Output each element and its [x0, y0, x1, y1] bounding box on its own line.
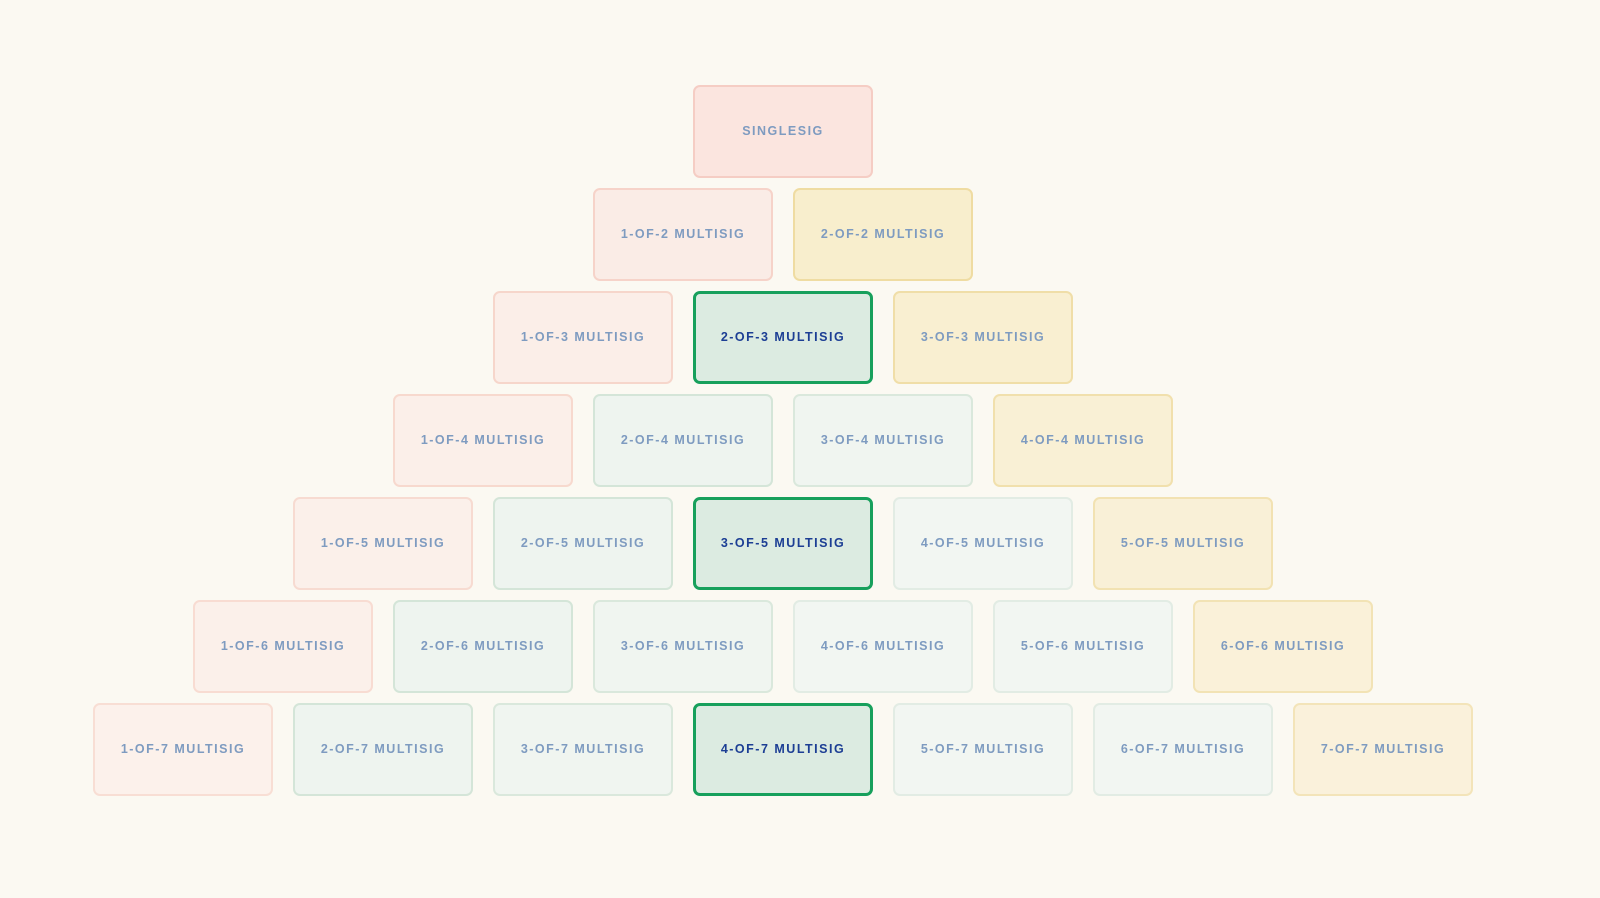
pyramid-row-7: 1-OF-7 MULTISIG 2-OF-7 MULTISIG 3-OF-7 MUL… — [93, 703, 1473, 796]
quorum-box-3-of-7-multisig[interactable]: 3-OF-7 MULTISIG — [493, 703, 673, 796]
pyramid-row-1: SINGLESIG — [693, 85, 873, 178]
quorum-box-label: 1-OF-4 MULTISIG — [420, 433, 546, 448]
quorum-box-6-of-7-multisig[interactable]: 6-OF-7 MULTISIG — [1093, 703, 1273, 796]
pyramid-row-3: 1-OF-3 MULTISIG 2-OF-3 MULTISIG 3-OF-3 MUL… — [493, 291, 1073, 384]
quorum-box-2-of-7-multisig[interactable]: 2-OF-7 MULTISIG — [293, 703, 473, 796]
quorum-box-1-of-2-multisig[interactable]: 1-OF-2 MULTISIG — [593, 188, 773, 281]
quorum-box-label: 5-OF-5 MULTISIG — [1120, 536, 1246, 551]
quorum-box-label: 2-OF-5 MULTISIG — [520, 536, 646, 551]
quorum-box-2-of-2-multisig[interactable]: 2-OF-2 MULTISIG — [793, 188, 973, 281]
quorum-box-label: 3-OF-6 MULTISIG — [620, 639, 746, 654]
quorum-box-label: 3-OF-5 MULTISIG — [720, 536, 846, 551]
quorum-box-label: 1-OF-7 MULTISIG — [120, 742, 246, 757]
pyramid-row-6: 1-OF-6 MULTISIG 2-OF-6 MULTISIG 3-OF-6 MUL… — [193, 600, 1373, 693]
quorum-box-singlesig[interactable]: SINGLESIG — [693, 85, 873, 178]
quorum-box-label: 2-OF-4 MULTISIG — [620, 433, 746, 448]
quorum-box-2-of-4-multisig[interactable]: 2-OF-4 MULTISIG — [593, 394, 773, 487]
quorum-box-4-of-5-multisig[interactable]: 4-OF-5 MULTISIG — [893, 497, 1073, 590]
quorum-box-label: 4-OF-5 MULTISIG — [920, 536, 1046, 551]
quorum-box-label: 6-OF-7 MULTISIG — [1120, 742, 1246, 757]
quorum-box-2-of-3-multisig[interactable]: 2-OF-3 MULTISIG — [693, 291, 873, 384]
quorum-box-label: 4-OF-7 MULTISIG — [720, 742, 846, 757]
quorum-box-5-of-6-multisig[interactable]: 5-OF-6 MULTISIG — [993, 600, 1173, 693]
quorum-box-3-of-6-multisig[interactable]: 3-OF-6 MULTISIG — [593, 600, 773, 693]
quorum-box-label: 2-OF-7 MULTISIG — [320, 742, 446, 757]
quorum-box-3-of-5-multisig[interactable]: 3-OF-5 MULTISIG — [693, 497, 873, 590]
quorum-box-1-of-5-multisig[interactable]: 1-OF-5 MULTISIG — [293, 497, 473, 590]
pyramid-row-2: 1-OF-2 MULTISIG 2-OF-2 MULTISIG — [593, 188, 973, 281]
quorum-box-3-of-3-multisig[interactable]: 3-OF-3 MULTISIG — [893, 291, 1073, 384]
quorum-box-label: 5-OF-6 MULTISIG — [1020, 639, 1146, 654]
quorum-box-label: 5-OF-7 MULTISIG — [920, 742, 1046, 757]
quorum-box-label: 1-OF-6 MULTISIG — [220, 639, 346, 654]
quorum-box-6-of-6-multisig[interactable]: 6-OF-6 MULTISIG — [1193, 600, 1373, 693]
pyramid-row-4: 1-OF-4 MULTISIG 2-OF-4 MULTISIG 3-OF-4 MUL… — [393, 394, 1173, 487]
quorum-box-1-of-6-multisig[interactable]: 1-OF-6 MULTISIG — [193, 600, 373, 693]
quorum-box-label: 1-OF-5 MULTISIG — [320, 536, 446, 551]
quorum-box-4-of-7-multisig[interactable]: 4-OF-7 MULTISIG — [693, 703, 873, 796]
quorum-box-label: 1-OF-2 MULTISIG — [620, 227, 746, 242]
quorum-box-label: 7-OF-7 MULTISIG — [1320, 742, 1446, 757]
quorum-box-label: 3-OF-7 MULTISIG — [520, 742, 646, 757]
quorum-box-label: 2-OF-3 MULTISIG — [720, 330, 846, 345]
quorum-box-label: SINGLESIG — [742, 124, 824, 139]
quorum-box-1-of-7-multisig[interactable]: 1-OF-7 MULTISIG — [93, 703, 273, 796]
quorum-box-5-of-5-multisig[interactable]: 5-OF-5 MULTISIG — [1093, 497, 1273, 590]
quorum-box-label: 2-OF-2 MULTISIG — [820, 227, 946, 242]
pyramid-row-5: 1-OF-5 MULTISIG 2-OF-5 MULTISIG 3-OF-5 MUL… — [293, 497, 1273, 590]
quorum-box-label: 2-OF-6 MULTISIG — [420, 639, 546, 654]
quorum-box-3-of-4-multisig[interactable]: 3-OF-4 MULTISIG — [793, 394, 973, 487]
quorum-box-4-of-6-multisig[interactable]: 4-OF-6 MULTISIG — [793, 600, 973, 693]
quorum-box-label: 4-OF-4 MULTISIG — [1020, 433, 1146, 448]
quorum-box-label: 4-OF-6 MULTISIG — [820, 639, 946, 654]
quorum-box-7-of-7-multisig[interactable]: 7-OF-7 MULTISIG — [1293, 703, 1473, 796]
quorum-box-label: 6-OF-6 MULTISIG — [1220, 639, 1346, 654]
quorum-box-label: 3-OF-3 MULTISIG — [920, 330, 1046, 345]
quorum-box-1-of-4-multisig[interactable]: 1-OF-4 MULTISIG — [393, 394, 573, 487]
quorum-box-2-of-6-multisig[interactable]: 2-OF-6 MULTISIG — [393, 600, 573, 693]
quorum-box-label: 1-OF-3 MULTISIG — [520, 330, 646, 345]
quorum-box-2-of-5-multisig[interactable]: 2-OF-5 MULTISIG — [493, 497, 673, 590]
quorum-box-label: 3-OF-4 MULTISIG — [820, 433, 946, 448]
quorum-box-1-of-3-multisig[interactable]: 1-OF-3 MULTISIG — [493, 291, 673, 384]
quorum-box-4-of-4-multisig[interactable]: 4-OF-4 MULTISIG — [993, 394, 1173, 487]
quorum-box-5-of-7-multisig[interactable]: 5-OF-7 MULTISIG — [893, 703, 1073, 796]
